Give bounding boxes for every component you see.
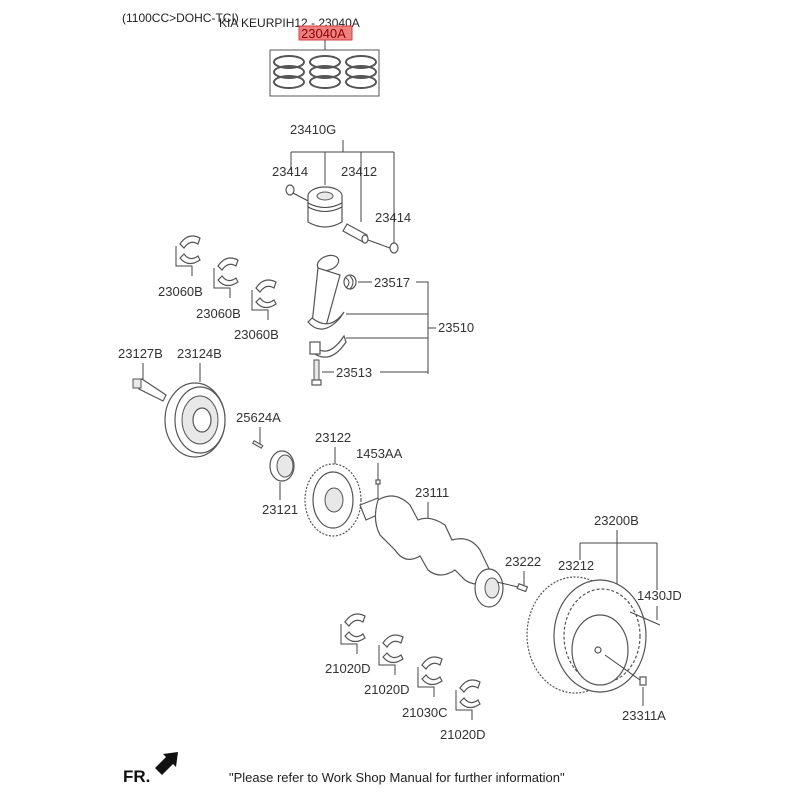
sprocket-icon (269, 450, 295, 482)
label-23517[interactable]: 23517 (374, 275, 410, 290)
label-23222[interactable]: 23222 (505, 554, 541, 569)
bearing-shell-icon (417, 656, 443, 697)
piston-ring-icon (273, 55, 305, 69)
crank-pulley-icon (164, 382, 226, 458)
front-arrow-icon (155, 752, 178, 775)
snap-ring-icon (389, 242, 399, 254)
rod-bolt-icon (311, 359, 322, 386)
front-marker: FR. (123, 767, 150, 786)
rod-cap-icon (309, 334, 347, 358)
label-1453AA[interactable]: 1453AA (356, 446, 403, 461)
label-23414-b[interactable]: 23414 (375, 210, 411, 225)
label-23122[interactable]: 23122 (315, 430, 351, 445)
bolt-icon (132, 378, 167, 402)
footer-note: "Please refer to Work Shop Manual for fu… (229, 770, 565, 785)
piston-ring-icon (309, 55, 341, 69)
flywheel-bolt-icon (639, 676, 647, 686)
label-23060B-1[interactable]: 23060B (158, 284, 203, 299)
piston-pin-icon (342, 223, 369, 244)
label-23124B[interactable]: 23124B (177, 346, 222, 361)
highlighted-part-23040A[interactable]: 23040A (298, 25, 353, 41)
piston-ring-icon (309, 65, 341, 79)
bearing-shell-icon (455, 679, 481, 720)
flywheel-icon (526, 576, 647, 694)
label-23414[interactable]: 23414 (272, 164, 308, 179)
label-23121[interactable]: 23121 (262, 502, 298, 517)
label-23060B-2[interactable]: 23060B (196, 306, 241, 321)
piston-ring-icon (345, 55, 377, 69)
dowel-pin-icon (496, 581, 529, 593)
piston-icon (307, 186, 343, 228)
label-21020D-1[interactable]: 21020D (325, 661, 371, 676)
connecting-rod-icon (307, 254, 345, 330)
label-23212[interactable]: 23212 (558, 558, 594, 573)
piston-ring-icon (273, 65, 305, 79)
rod-bushing-icon (343, 274, 357, 290)
label-23111[interactable]: 23111 (415, 485, 449, 500)
label-23412[interactable]: 23412 (341, 164, 377, 179)
snap-ring-icon (285, 184, 295, 196)
bearing-shell-icon (251, 279, 277, 320)
label-21020D-2[interactable]: 21020D (364, 682, 410, 697)
bearing-shell-icon (378, 634, 404, 675)
bearing-shell-icon (340, 613, 366, 654)
label-23127B[interactable]: 23127B (118, 346, 163, 361)
label-23311A[interactable]: 23311A (622, 708, 666, 723)
label-23410G[interactable]: 23410G (290, 122, 336, 137)
piston-ring-icon (273, 75, 305, 89)
piston-ring-icon (345, 65, 377, 79)
label-23200B[interactable]: 23200B (594, 513, 639, 528)
engine-note: (1100CC>DOHC-TCI) (122, 11, 239, 25)
label-21030C[interactable]: 21030C (402, 705, 448, 720)
piston-ring-set[interactable] (269, 49, 380, 97)
label-23060B-3[interactable]: 23060B (234, 327, 279, 342)
piston-ring-icon (309, 75, 341, 89)
tone-wheel-icon (304, 463, 362, 537)
bearing-shell-icon (175, 235, 201, 276)
label-25624A[interactable]: 25624A (236, 410, 281, 425)
label-1430JD[interactable]: 1430JD (637, 588, 682, 603)
label-23513[interactable]: 23513 (336, 365, 372, 380)
svg-text:23040A: 23040A (301, 26, 346, 41)
crankshaft-icon (359, 495, 504, 608)
key-icon (251, 439, 264, 449)
label-21020D-3[interactable]: 21020D (440, 727, 486, 742)
piston-ring-icon (345, 75, 377, 89)
label-23510[interactable]: 23510 (438, 320, 474, 335)
bearing-shell-icon (213, 257, 239, 298)
